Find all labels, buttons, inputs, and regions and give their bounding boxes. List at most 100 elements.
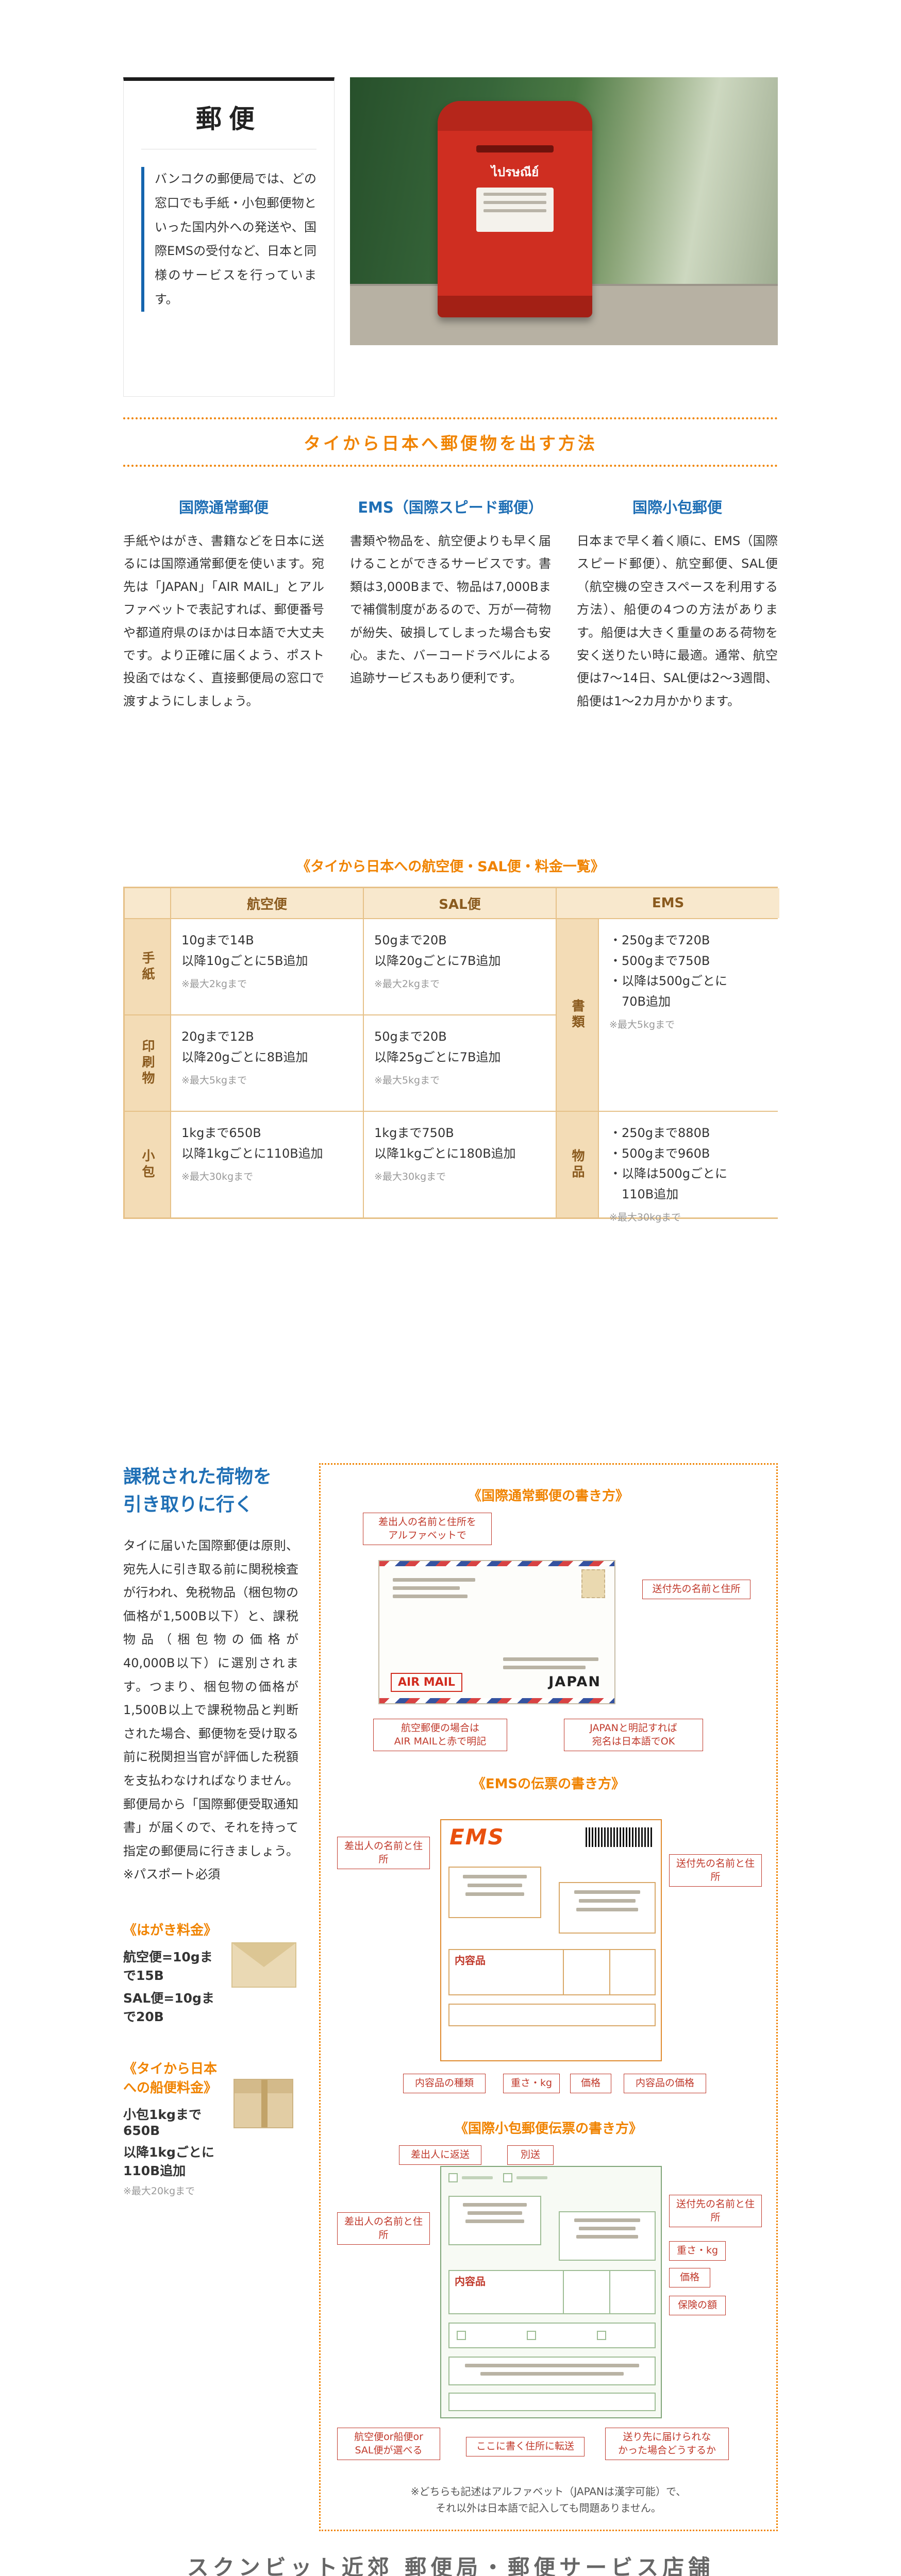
- writing-guide-box: 《国際通常郵便の書き方》 差出人の名前と住所を アルファベットで 送付先の名前と…: [319, 1463, 778, 2531]
- howto-col-body: 手紙やはがき、書籍などを日本に送るには国際通常郵便を使います。宛先は「JAPAN…: [123, 534, 324, 708]
- howto-col-ordinary: 国際通常郵便 手紙やはがき、書籍などを日本に送るには国際通常郵便を使います。宛先…: [123, 496, 324, 713]
- note-japan-ok: JAPANと明記すれば 宛名は日本語でOK: [564, 1719, 703, 1752]
- postbox-base: [438, 296, 592, 317]
- address-line: [576, 1908, 638, 1911]
- parcel-guide: 差出人に返送 別送 差出人の名前と住所 送付先の名前と住所 重さ・kg 価格 保…: [337, 2145, 762, 2475]
- parcel-footer-box: [448, 2393, 656, 2411]
- parcel-sender-box: [448, 2196, 541, 2245]
- envelope-sender-lines: [393, 1573, 475, 1603]
- howto-col-title: 国際通常郵便: [178, 499, 269, 516]
- note-airmail-red: 航空郵便の場合は AIR MAILと赤で明記: [373, 1719, 507, 1752]
- callout-weight: 重さ・kg: [669, 2241, 726, 2261]
- rates-cell-body: 50gまで20B 以降20gごとに7B追加: [374, 933, 501, 968]
- rates-rowlabel-letter: 手紙: [125, 919, 170, 1014]
- ems-guide-heading: 《EMSの伝票の書き方》: [472, 1776, 625, 1792]
- howto-col-parcel: 国際小包郵便 日本まで早く着く順に、EMS（国際スピード郵便）、航空郵便、SAL…: [577, 496, 778, 713]
- address-line: [393, 1586, 460, 1590]
- address-line: [465, 2219, 525, 2223]
- ems-sender-box: [448, 1867, 541, 1918]
- address-line: [578, 2227, 636, 2230]
- seamail-rate-heading: 《タイから日本への船便料金》: [123, 2061, 218, 2096]
- parcel-form-graphic: 内容品: [440, 2166, 662, 2418]
- ems-recipient-box: [559, 1882, 656, 1934]
- callout-recipient: 送付先の名前と住所: [669, 2195, 762, 2228]
- customs-left-column: 課税された荷物を 引き取りに行く タイに届いた国際郵便は原則、宛先人に引き取る前…: [123, 1463, 298, 2531]
- callout-forward-address: ここに書く住所に転送: [466, 2437, 585, 2456]
- envelope-icon: [231, 1942, 296, 1988]
- plaque-line: [483, 193, 546, 196]
- rates-cell-note: ※最大5kgまで: [609, 1019, 675, 1031]
- postbox-graphic: ไปรษณีย์: [438, 101, 592, 317]
- address-line: [574, 2218, 641, 2222]
- callout-separate: 別送: [507, 2145, 554, 2165]
- rates-rowlabel-printed: 印刷物: [125, 1015, 170, 1111]
- rates-cell-note: ※最大2kgまで: [181, 978, 247, 990]
- stamp-icon: [581, 1569, 605, 1598]
- rates-cell-body: 1kgまで650B 以降1kgごとに110B追加: [181, 1126, 323, 1161]
- rates-cell-body: 20gまで12B 以降20gごとに8B追加: [181, 1029, 308, 1064]
- rates-rowlabel-parcel: 小包: [125, 1112, 170, 1217]
- checkbox: [527, 2331, 536, 2340]
- envelope-flap: [232, 1943, 295, 1967]
- callout-sender: 差出人の名前と住所を アルファベットで: [363, 1513, 492, 1546]
- address-line: [468, 1884, 522, 1887]
- howto-col-body: 書類や物品を、航空便よりも早く届けることができるサービスです。書類は3,000B…: [350, 534, 551, 686]
- rates-cell-body: ・250gまで880B ・500gまで960B ・以降は500gごとに 110B…: [609, 1126, 728, 1201]
- address-line: [393, 1578, 475, 1582]
- address-line: [463, 1875, 527, 1878]
- rates-caption: 《タイから日本への航空便・SAL便・料金一覧》: [296, 859, 605, 875]
- address-line: [393, 1595, 468, 1598]
- ems-guide: 差出人の名前と住所 送付先の名前と住所 EMS: [337, 1801, 762, 2099]
- address-line: [574, 1890, 641, 1894]
- postbox-cap: [438, 101, 592, 131]
- envelope-guide: 差出人の名前と住所を アルファベットで 送付先の名前と住所 AIR MAIL J…: [337, 1513, 760, 1755]
- address-line: [576, 2235, 638, 2239]
- contents-divider: [609, 2271, 610, 2313]
- rates-cell: 10gまで14B 以降10gごとに5B追加 ※最大2kgまで: [171, 919, 363, 1014]
- checkbox: [597, 2331, 606, 2340]
- rates-ems-sublabel-documents: 書類: [557, 919, 598, 1111]
- rates-cell-note: ※最大30kgまで: [374, 1171, 446, 1183]
- rates-cell-note: ※最大2kgまで: [374, 978, 440, 990]
- address-line: [578, 1899, 636, 1903]
- postbox-slot: [476, 145, 554, 152]
- howto-col-title: EMS（国際スピード郵便）: [358, 499, 543, 516]
- rates-table: 航空便 SAL便 EMS 手紙 10gまで14B 以降10gごとに5B追加 ※最…: [123, 887, 779, 1223]
- rates-cell-note: ※最大30kgまで: [609, 1212, 681, 1224]
- envelope-graphic: AIR MAIL JAPAN: [378, 1560, 615, 1704]
- postbox-plaque: [476, 188, 554, 232]
- rates-cell: 50gまで20B 以降25gごとに7B追加 ※最大5kgまで: [364, 1015, 556, 1111]
- envelope-recipient-block: JAPAN: [503, 1653, 601, 1690]
- rates-cell-ems-goods: ・250gまで880B ・500gまで960B ・以降は500gごとに 110B…: [599, 1112, 779, 1223]
- customs-body: タイに届いた国際郵便は原則、宛先人に引き取る前に関税検査が行われ、免税物品（梱包…: [123, 1538, 298, 1882]
- rates-cell: 20gまで12B 以降20gごとに8B追加 ※最大5kgまで: [171, 1015, 363, 1111]
- rates-cell: 1kgまで750B 以降1kgごとに180B追加 ※最大30kgまで: [364, 1112, 556, 1217]
- contents-label: 内容品: [455, 1954, 486, 1967]
- parcel-contents-box: [448, 2270, 656, 2314]
- parcel-box-icon: [233, 2078, 293, 2128]
- howto-col-ems: EMS（国際スピード郵便） 書類や物品を、航空便よりも早く届けることができるサー…: [350, 496, 551, 713]
- callout-insurance: 保険の額: [669, 2296, 726, 2315]
- callout-recipient: 送付先の名前と住所: [669, 1854, 762, 1887]
- address-line: [503, 1666, 586, 1669]
- callout-sender: 差出人の名前と住所: [337, 1837, 430, 1870]
- contents-divider: [609, 1950, 610, 1994]
- howto-columns: 国際通常郵便 手紙やはがき、書籍などを日本に送るには国際通常郵便を使います。宛先…: [123, 496, 778, 713]
- seamail-rate-box: 《タイから日本への船便料金》 小包1kgまで650B 以降1kgごとに110B追…: [123, 2058, 298, 2197]
- intro-text: バンコクの郵便局では、どの窓口でも手紙・小包郵便物といった国内外への発送や、国際…: [141, 167, 316, 312]
- checkbox: [457, 2331, 466, 2340]
- rates-cell-body: 10gまで14B 以降10gごとに5B追加: [181, 933, 308, 968]
- checkbox: [503, 2173, 512, 2182]
- address-line: [480, 2372, 624, 2376]
- address-line: [468, 2211, 522, 2215]
- rates-header-ems: EMS: [557, 888, 779, 918]
- japan-label: JAPAN: [548, 1674, 601, 1690]
- postbox-photo: ไปรษณีย์: [350, 77, 778, 345]
- plaque-line: [483, 201, 546, 204]
- section-heading-howto: タイから日本へ郵便物を出す方法: [123, 417, 778, 467]
- rates-cell-body: 50gまで20B 以降25gごとに7B追加: [374, 1029, 501, 1064]
- barcode-icon: [586, 1827, 654, 1847]
- rates-ems-sublabel-goods: 物品: [557, 1112, 598, 1217]
- postcard-rate-sal: SAL便=10gまで20B: [123, 1990, 214, 2024]
- contents-label: 内容品: [455, 2275, 486, 2287]
